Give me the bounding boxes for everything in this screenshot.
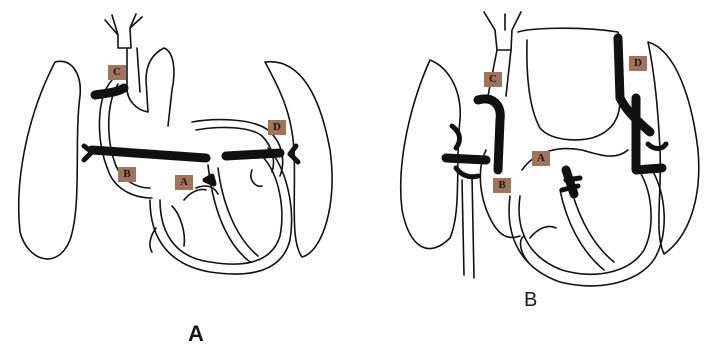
panel-a-great-vessel (105, 14, 142, 48)
panel-a-marker-c: C (108, 65, 126, 80)
panel-b-great-vessel (484, 12, 521, 50)
panel-a-heart (19, 14, 332, 274)
panel-b-marker-d: D (629, 56, 647, 71)
panel-b-ventricles (509, 166, 664, 286)
panel-a-left-lung (19, 61, 81, 259)
panel-b-caption: B (524, 290, 537, 310)
panel-b-marker-c: C (484, 72, 502, 87)
panel-b-marker-b: B (493, 178, 511, 193)
panel-b-marker-a: A (532, 151, 550, 166)
panel-a-marker-d: D (268, 120, 286, 135)
panel-a-marker-a: A (175, 175, 193, 190)
panel-a-caption: A (188, 323, 204, 345)
panel-a-marker-b: B (118, 167, 136, 182)
